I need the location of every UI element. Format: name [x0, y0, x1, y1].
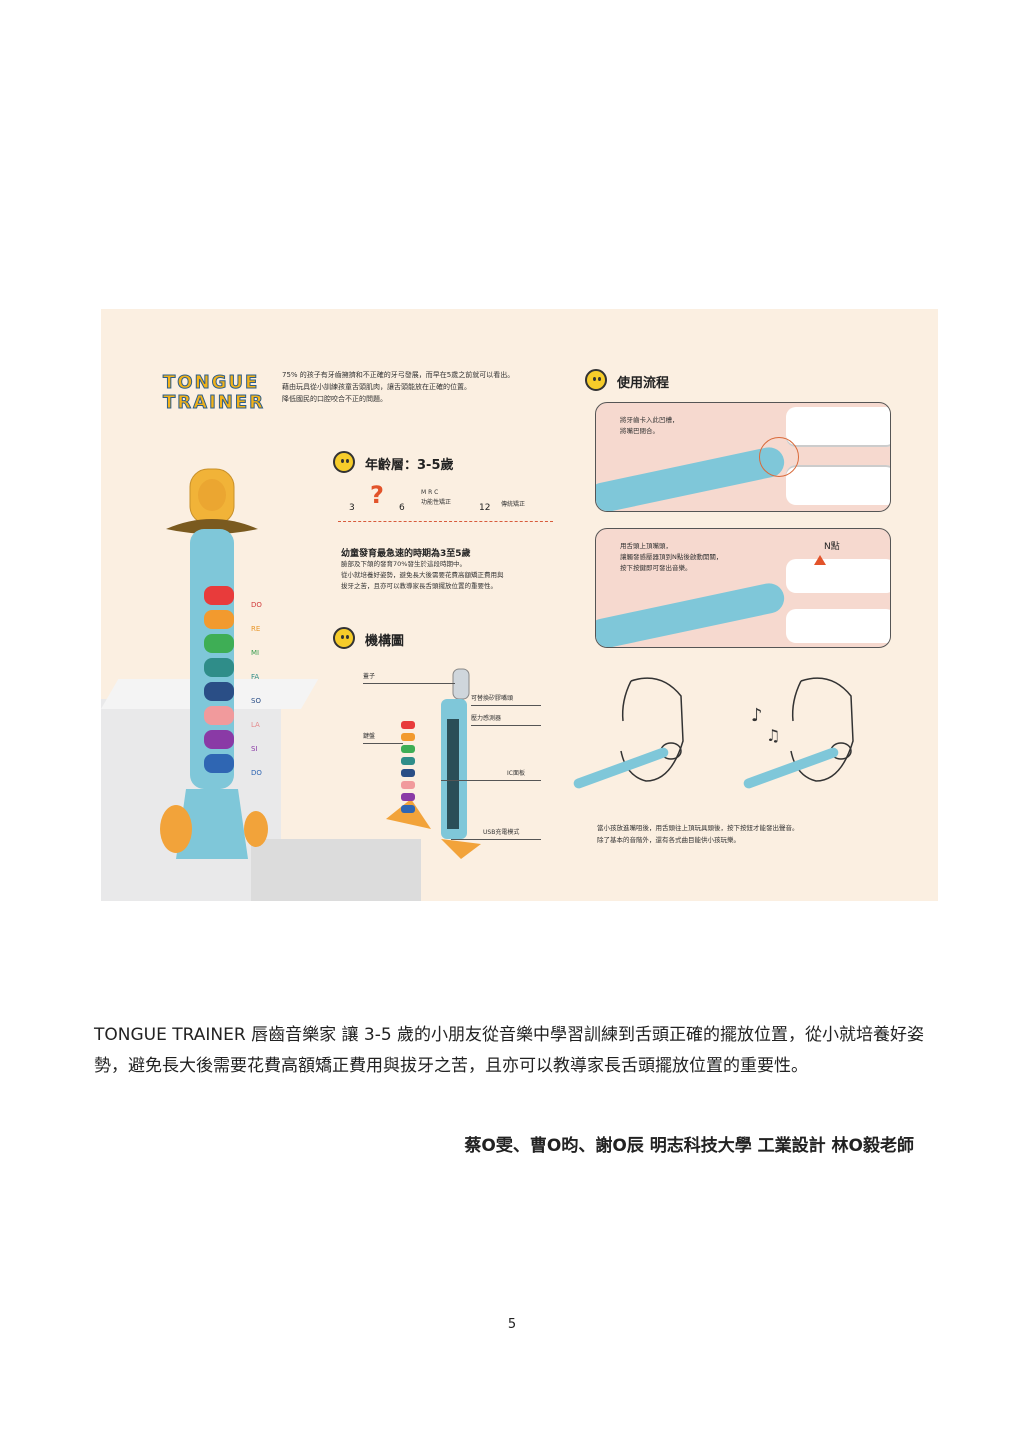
label-lid: 蓋子	[363, 673, 376, 680]
usage-step-2-panel: 用舌頭上頂嘴頭， 讓觸發感壓器頂到N點後啟動開關， 按下按鍵即可發出音樂。 N點	[595, 528, 891, 648]
page-number: 5	[507, 1317, 517, 1332]
tongue-trainer-logo: TONGUE TRAINER	[163, 372, 265, 413]
key-do	[204, 586, 234, 605]
traditional-label: 傳統矯正	[501, 501, 526, 508]
label-ic-board: IC面板	[507, 770, 525, 777]
label-pressure-sensor: 壓力感測器	[471, 715, 502, 722]
age-big-text: 幼童發育最急速的時期為3至5歲	[341, 549, 471, 559]
leader-line	[451, 839, 541, 840]
key-do-high	[204, 754, 234, 773]
leader-line	[441, 780, 541, 781]
age-tick-6: 6	[399, 503, 405, 513]
label-silicone-tip: 可替換矽膠嘴頭	[471, 695, 514, 702]
poster-image: TONGUE TRAINER 75% 的孩子有牙齒擁擠和不正確的牙弓發展，而早在…	[101, 309, 938, 901]
usage-caption: 當小孩放進嘴咀後，用舌頭往上頂玩具頭後，按下按鈕才能發出聲音。 除了基本的音階外…	[597, 824, 799, 844]
smiley-icon	[333, 451, 355, 473]
mrc-sub-label: 功能性矯正	[421, 499, 452, 506]
question-mark: ?	[370, 481, 384, 509]
step-1-text: 將牙齒卡入此凹槽， 將嘴巴閉合。	[620, 416, 679, 435]
structure-diagram	[386, 668, 481, 859]
svg-text:♫: ♫	[766, 726, 780, 745]
key-re	[204, 610, 234, 629]
mrc-label: M R C	[421, 489, 439, 496]
intro-text: 75% 的孩子有牙齒擁擠和不正確的牙弓發展，而早在5歲之前就可以看出。 藉由玩具…	[282, 371, 515, 403]
age-tick-12: 12	[479, 503, 491, 513]
structure-heading: 機構圖	[365, 634, 405, 649]
display-cube-front	[251, 839, 421, 901]
key-so	[204, 682, 234, 701]
key-si	[204, 730, 234, 749]
usage-step-1-panel: 將牙齒卡入此凹槽， 將嘴巴閉合。	[595, 402, 891, 512]
svg-text:♪: ♪	[751, 705, 763, 726]
leader-line	[363, 683, 455, 684]
leader-line	[471, 705, 541, 706]
up-arrow-icon	[814, 555, 826, 565]
teeth-upper	[786, 407, 890, 447]
n-point-label: N點	[824, 542, 840, 552]
toy-keys	[204, 586, 234, 778]
smiley-icon	[585, 369, 607, 391]
age-text: 臉部及下頜的發育70%發生於這段時期中。 從小就培養好姿勢，避免長大後需要花費高…	[341, 560, 504, 590]
description-paragraph: TONGUE TRAINER 唇齒音樂家 讓 3-5 歲的小朋友從音樂中學習訓練…	[94, 1025, 925, 1076]
label-usb-charging: USB充電模式	[483, 829, 520, 836]
leader-line	[471, 725, 541, 726]
usage-heading: 使用流程	[617, 376, 670, 391]
note-labels: DO RE MI FA SO LA SI DO	[251, 601, 262, 777]
highlight-circle	[759, 437, 799, 477]
smiley-icon	[333, 627, 355, 649]
key-fa	[204, 658, 234, 677]
age-timeline-line	[338, 521, 553, 522]
key-la	[204, 706, 234, 725]
child-playing-illustration: ♪ ♫	[573, 677, 854, 789]
age-tick-3: 3	[349, 503, 355, 513]
step-2-text: 用舌頭上頂嘴頭， 讓觸發感壓器頂到N點後啟動開關， 按下按鍵即可發出音樂。	[620, 542, 723, 572]
teeth-upper	[786, 559, 890, 593]
authors-line: 蔡O雯、曹O昀、謝O辰 明志科技大學 工業設計 林O毅老師	[464, 1136, 914, 1156]
leader-line	[363, 743, 403, 744]
teeth-lower	[786, 465, 890, 505]
toy-tube	[596, 580, 787, 647]
age-heading: 年齡層：3-5歲	[365, 458, 454, 473]
teeth-lower	[786, 609, 890, 643]
key-mi	[204, 634, 234, 653]
label-keyboard: 鍵盤	[363, 733, 376, 740]
structure-keys	[401, 721, 415, 817]
